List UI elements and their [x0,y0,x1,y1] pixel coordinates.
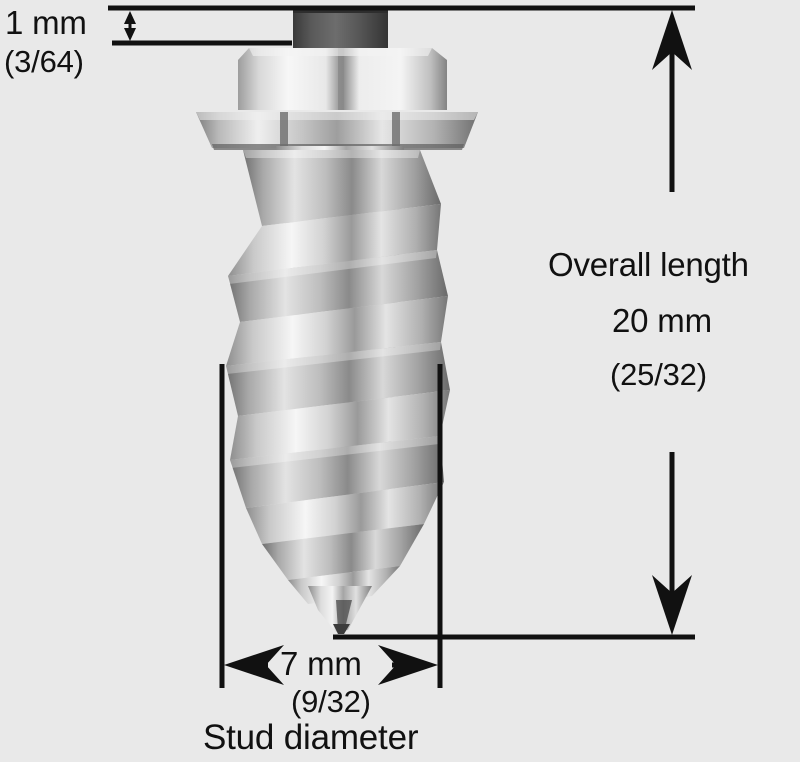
head-height-value-label: 1 mm [5,4,87,41]
screw-threads [226,150,450,604]
head-height-arrow [124,11,136,41]
carbide-tip [293,8,388,48]
stud-diameter-value-label: 7 mm [280,645,362,682]
overall-length-down-arrow [652,452,692,635]
hex-head [238,48,447,110]
screw-image [196,8,478,634]
stud-diameter-left-arrow [224,645,284,685]
flange-washer [196,112,478,150]
head-height-imperial-label: (3/64) [4,44,84,79]
stud-diameter-right-arrow [378,645,438,685]
screw-point [308,586,372,634]
stud-diameter-caption: Stud diameter [203,718,419,757]
overall-length-imperial-label: (25/32) [610,357,707,392]
overall-length-value-label: 20 mm [612,302,712,339]
stud-diameter-imperial-label: (9/32) [291,684,371,719]
overall-length-up-arrow [652,10,692,192]
overall-length-caption: Overall length [548,246,749,283]
